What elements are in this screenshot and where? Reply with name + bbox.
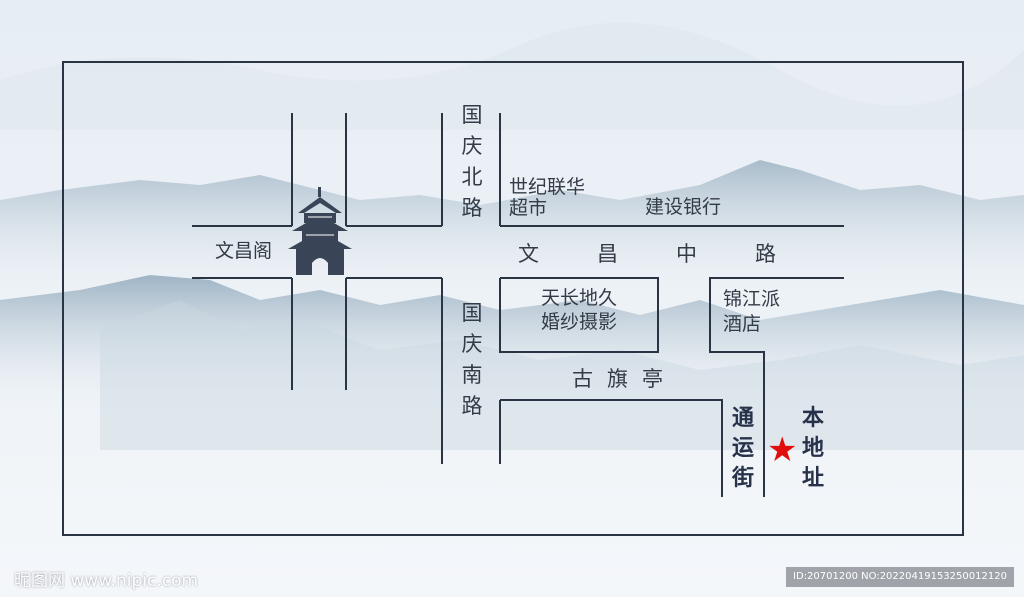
location-star-icon: ★ [767,430,798,470]
label-tongyun-street: 通运街 [731,406,754,491]
label-this-address: 本地址 [801,406,824,491]
label-supermarket-line1: 世纪联华 [509,176,586,198]
label-hotel-line1: 锦江派 [723,288,781,310]
label-bank: 建设银行 [645,196,722,218]
label-wenchang-middle-road: 文昌中路 [518,242,834,266]
label-guqiting: 古旗亭 [572,367,677,391]
label-guoqing-north-road: 国庆北路 [461,103,483,220]
road-line [709,277,844,497]
label-guoqing-south-road: 国庆南路 [461,301,483,418]
map-frame [62,61,964,536]
watermark-id: ID:20701200 NO:20220419153250012120 [786,567,1014,587]
label-hotel-line2: 酒店 [723,313,762,335]
label-supermarket-line2: 超市 [509,197,548,219]
watermark-site: 昵图网 www.nipic.com [14,571,199,591]
road-line [499,277,659,353]
pagoda-icon [288,187,352,275]
label-photo-line2: 婚纱摄影 [541,311,618,333]
road-line [500,399,723,497]
label-photo-line1: 天长地久 [541,287,618,309]
label-wenchang-pavilion: 文昌阁 [215,240,273,262]
